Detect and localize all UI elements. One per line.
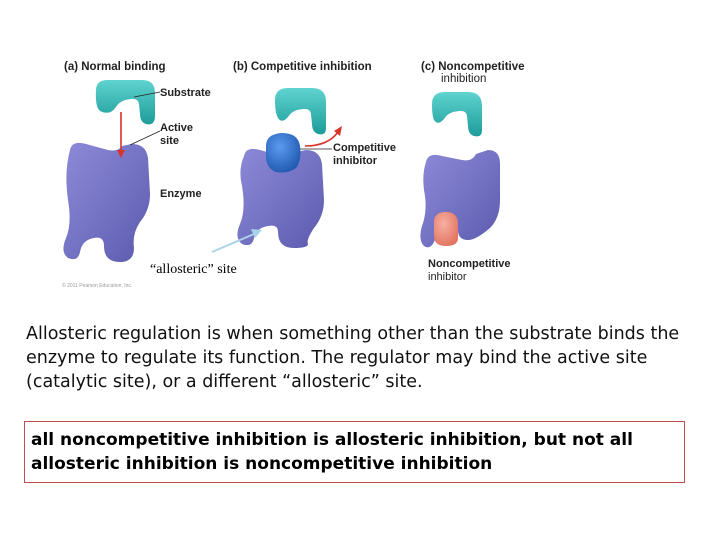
copyright-credit: © 2011 Pearson Education, Inc. — [62, 283, 133, 289]
substrate-shape-b — [275, 88, 326, 135]
noncompetitive-inhibitor-label-line1: Noncompetitive — [428, 258, 511, 270]
enzyme-shape-c — [420, 150, 500, 248]
callout-box: all noncompetitive inhibition is alloste… — [24, 421, 685, 483]
competitive-inhibitor-shape — [266, 133, 301, 173]
enzyme-label: Enzyme — [160, 188, 202, 200]
substrate-shape-c — [432, 92, 482, 137]
active-site-label-line2: site — [160, 135, 179, 147]
allosteric-site-annotation: “allosteric” site — [150, 262, 237, 277]
substrate-leader — [133, 91, 161, 98]
allosteric-pointer-arrowhead — [251, 229, 262, 238]
competitive-inhibitor-label-line2: inhibitor — [333, 155, 377, 167]
substrate-binding-arrowhead — [117, 150, 125, 158]
enzyme-inhibition-figure — [63, 80, 500, 262]
competitive-shift-arrow — [304, 131, 339, 147]
body-paragraph: Allosteric regulation is when something … — [26, 324, 680, 392]
competitive-inhibitor-label-line1: Competitive — [333, 142, 396, 154]
panel-b-title: (b) Competitive inhibition — [233, 61, 372, 73]
allosteric-pointer-line — [211, 233, 255, 253]
active-site-label-line1: Active — [160, 122, 194, 134]
noncompetitive-inhibitor-label-line2: inhibitor — [428, 271, 467, 283]
callout-text: all noncompetitive inhibition is alloste… — [31, 430, 633, 474]
enzyme-shape-a — [63, 142, 150, 262]
panel-c-title: (c) Noncompetitive — [421, 61, 525, 73]
substrate-shape-a — [95, 80, 155, 125]
noncompetitive-inhibitor-shape — [434, 212, 458, 246]
competitive-shift-arrowhead — [334, 126, 342, 136]
panel-a-title: (a) Normal binding — [64, 61, 166, 73]
substrate-label: Substrate — [160, 87, 211, 99]
enzyme-shape-b — [237, 148, 324, 248]
active-site-leader — [129, 130, 161, 146]
panel-c-title-line2: inhibition — [441, 73, 487, 85]
